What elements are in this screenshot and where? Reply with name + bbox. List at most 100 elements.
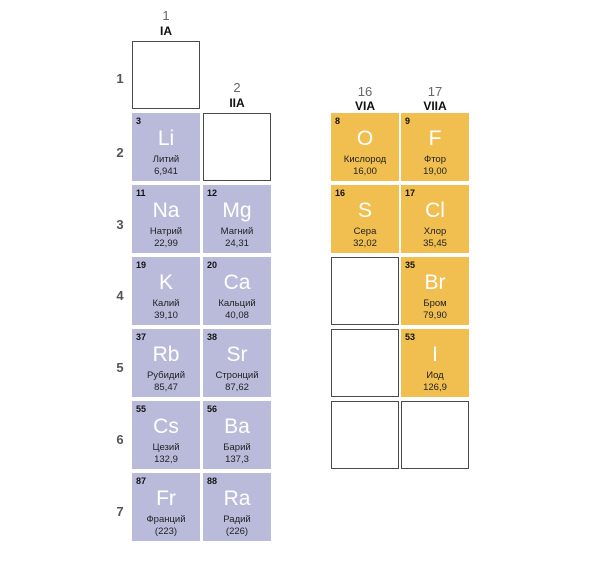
atomic-mass: 6,941 (154, 166, 178, 177)
group-number-1: 1 (162, 8, 170, 23)
element-symbol: F (428, 127, 442, 150)
period-label-4: 4 (116, 288, 124, 303)
group-number-16: 16 (357, 84, 373, 99)
atomic-number: 9 (405, 116, 411, 126)
element-symbol: Cs (153, 415, 179, 438)
atomic-number: 19 (136, 260, 147, 270)
atomic-number: 3 (136, 116, 142, 126)
element-name: Радий (223, 514, 251, 525)
atomic-number: 37 (136, 332, 147, 342)
atomic-mass: 39,10 (154, 310, 178, 321)
element-name: Кислород (343, 154, 387, 165)
element-mg: 12 Mg Магний 24,31 (203, 185, 271, 253)
atomic-mass: 40,08 (225, 310, 249, 321)
atomic-number: 35 (405, 260, 416, 270)
element-symbol: S (357, 199, 372, 222)
element-symbol: I (432, 343, 438, 366)
period-label-5: 5 (116, 360, 124, 375)
atomic-number: 20 (207, 260, 218, 270)
empty-cell-se (331, 257, 399, 325)
element-symbol: Rb (152, 343, 180, 366)
element-rb: 37 Rb Рубидий 85,47 (132, 329, 200, 397)
atomic-mass: 32,02 (353, 238, 377, 249)
atomic-number: 17 (405, 188, 416, 198)
atomic-number: 8 (335, 116, 341, 126)
element-sr: 38 Sr Стронций 87,62 (203, 329, 271, 397)
element-symbol: Cl (425, 199, 445, 222)
element-name: Натрий (149, 226, 183, 237)
element-li: 3 Li Литий 6,941 (132, 113, 200, 181)
element-symbol: Ca (223, 271, 251, 294)
atomic-mass: 85,47 (154, 382, 178, 393)
element-na: 11 Na Натрий 22,99 (132, 185, 200, 253)
element-k: 19 K Калий 39,10 (132, 257, 200, 325)
atomic-number: 38 (207, 332, 218, 342)
element-name: Барий (223, 442, 251, 453)
element-ca: 20 Ca Кальций 40,08 (203, 257, 271, 325)
element-symbol: Sr (226, 343, 248, 366)
atomic-number: 87 (136, 476, 147, 486)
element-cl: 17 Cl Хлор 35,45 (401, 185, 469, 253)
empty-cell-at (401, 401, 469, 469)
element-symbol: K (158, 271, 173, 294)
empty-cell-be (203, 113, 271, 181)
atomic-mass: 132,9 (154, 454, 178, 465)
element-o: 8 O Кислород 16,00 (331, 113, 399, 181)
element-name: Калий (152, 298, 180, 309)
element-symbol: Br (424, 271, 446, 294)
atomic-number: 56 (207, 404, 218, 414)
element-name: Иод (426, 370, 444, 381)
element-symbol: Ba (224, 415, 250, 438)
atomic-mass: 137,3 (225, 454, 249, 465)
atomic-mass: 79,90 (423, 310, 447, 321)
atomic-number: 53 (405, 332, 416, 342)
group-roman-viia: VIIA (423, 99, 447, 113)
period-label-6: 6 (116, 432, 124, 447)
element-ba: 56 Ba Барий 137,3 (203, 401, 271, 469)
element-f: 9 F Фтор 19,00 (401, 113, 469, 181)
atomic-number: 11 (136, 188, 146, 198)
element-name: Бром (423, 298, 447, 309)
atomic-mass: 35,45 (423, 238, 447, 249)
element-name: Хлор (423, 226, 447, 237)
element-ra: 88 Ra Радий (226) (203, 473, 271, 541)
element-fr: 87 Fr Франций (223) (132, 473, 200, 541)
element-s: 16 S Сера 32,02 (331, 185, 399, 253)
atomic-mass: 22,99 (154, 238, 178, 249)
element-i: 53 I Иод 126,9 (401, 329, 469, 397)
element-cs: 55 Cs Цезий 132,9 (132, 401, 200, 469)
atomic-mass: 126,9 (423, 382, 447, 393)
atomic-number: 55 (136, 404, 147, 414)
element-symbol: Ra (223, 487, 251, 510)
atomic-number: 12 (207, 188, 218, 198)
element-name: Магний (220, 226, 254, 237)
element-symbol: Mg (222, 199, 252, 222)
group-number-2: 2 (233, 80, 241, 95)
empty-cell-te (331, 329, 399, 397)
element-name: Сера (353, 226, 377, 237)
element-name: Рубидий (146, 370, 186, 381)
atomic-mass: 24,31 (225, 238, 249, 249)
atomic-mass: (223) (154, 526, 178, 537)
group-roman-via: VIA (354, 99, 375, 113)
period-label-7: 7 (116, 504, 124, 519)
period-label-3: 3 (116, 217, 124, 232)
element-br: 35 Br Бром 79,90 (401, 257, 469, 325)
element-name: Цезий (152, 442, 180, 453)
element-symbol: O (356, 127, 374, 150)
period-label-1: 1 (116, 71, 124, 86)
empty-cell-po (331, 401, 399, 469)
group-roman-iia: IIA (229, 96, 245, 110)
empty-cell-h (132, 41, 200, 109)
element-name: Литий (152, 154, 180, 165)
group-roman-ia: IA (160, 24, 172, 38)
group-number-17: 17 (427, 84, 443, 99)
atomic-mass: 19,00 (423, 166, 447, 177)
period-label-2: 2 (116, 145, 124, 160)
element-name: Стронций (215, 370, 259, 381)
element-symbol: Na (152, 199, 180, 222)
atomic-number: 16 (335, 188, 346, 198)
atomic-mass: (226) (225, 526, 249, 537)
element-name: Кальций (218, 298, 256, 309)
atomic-mass: 87,62 (225, 382, 249, 393)
